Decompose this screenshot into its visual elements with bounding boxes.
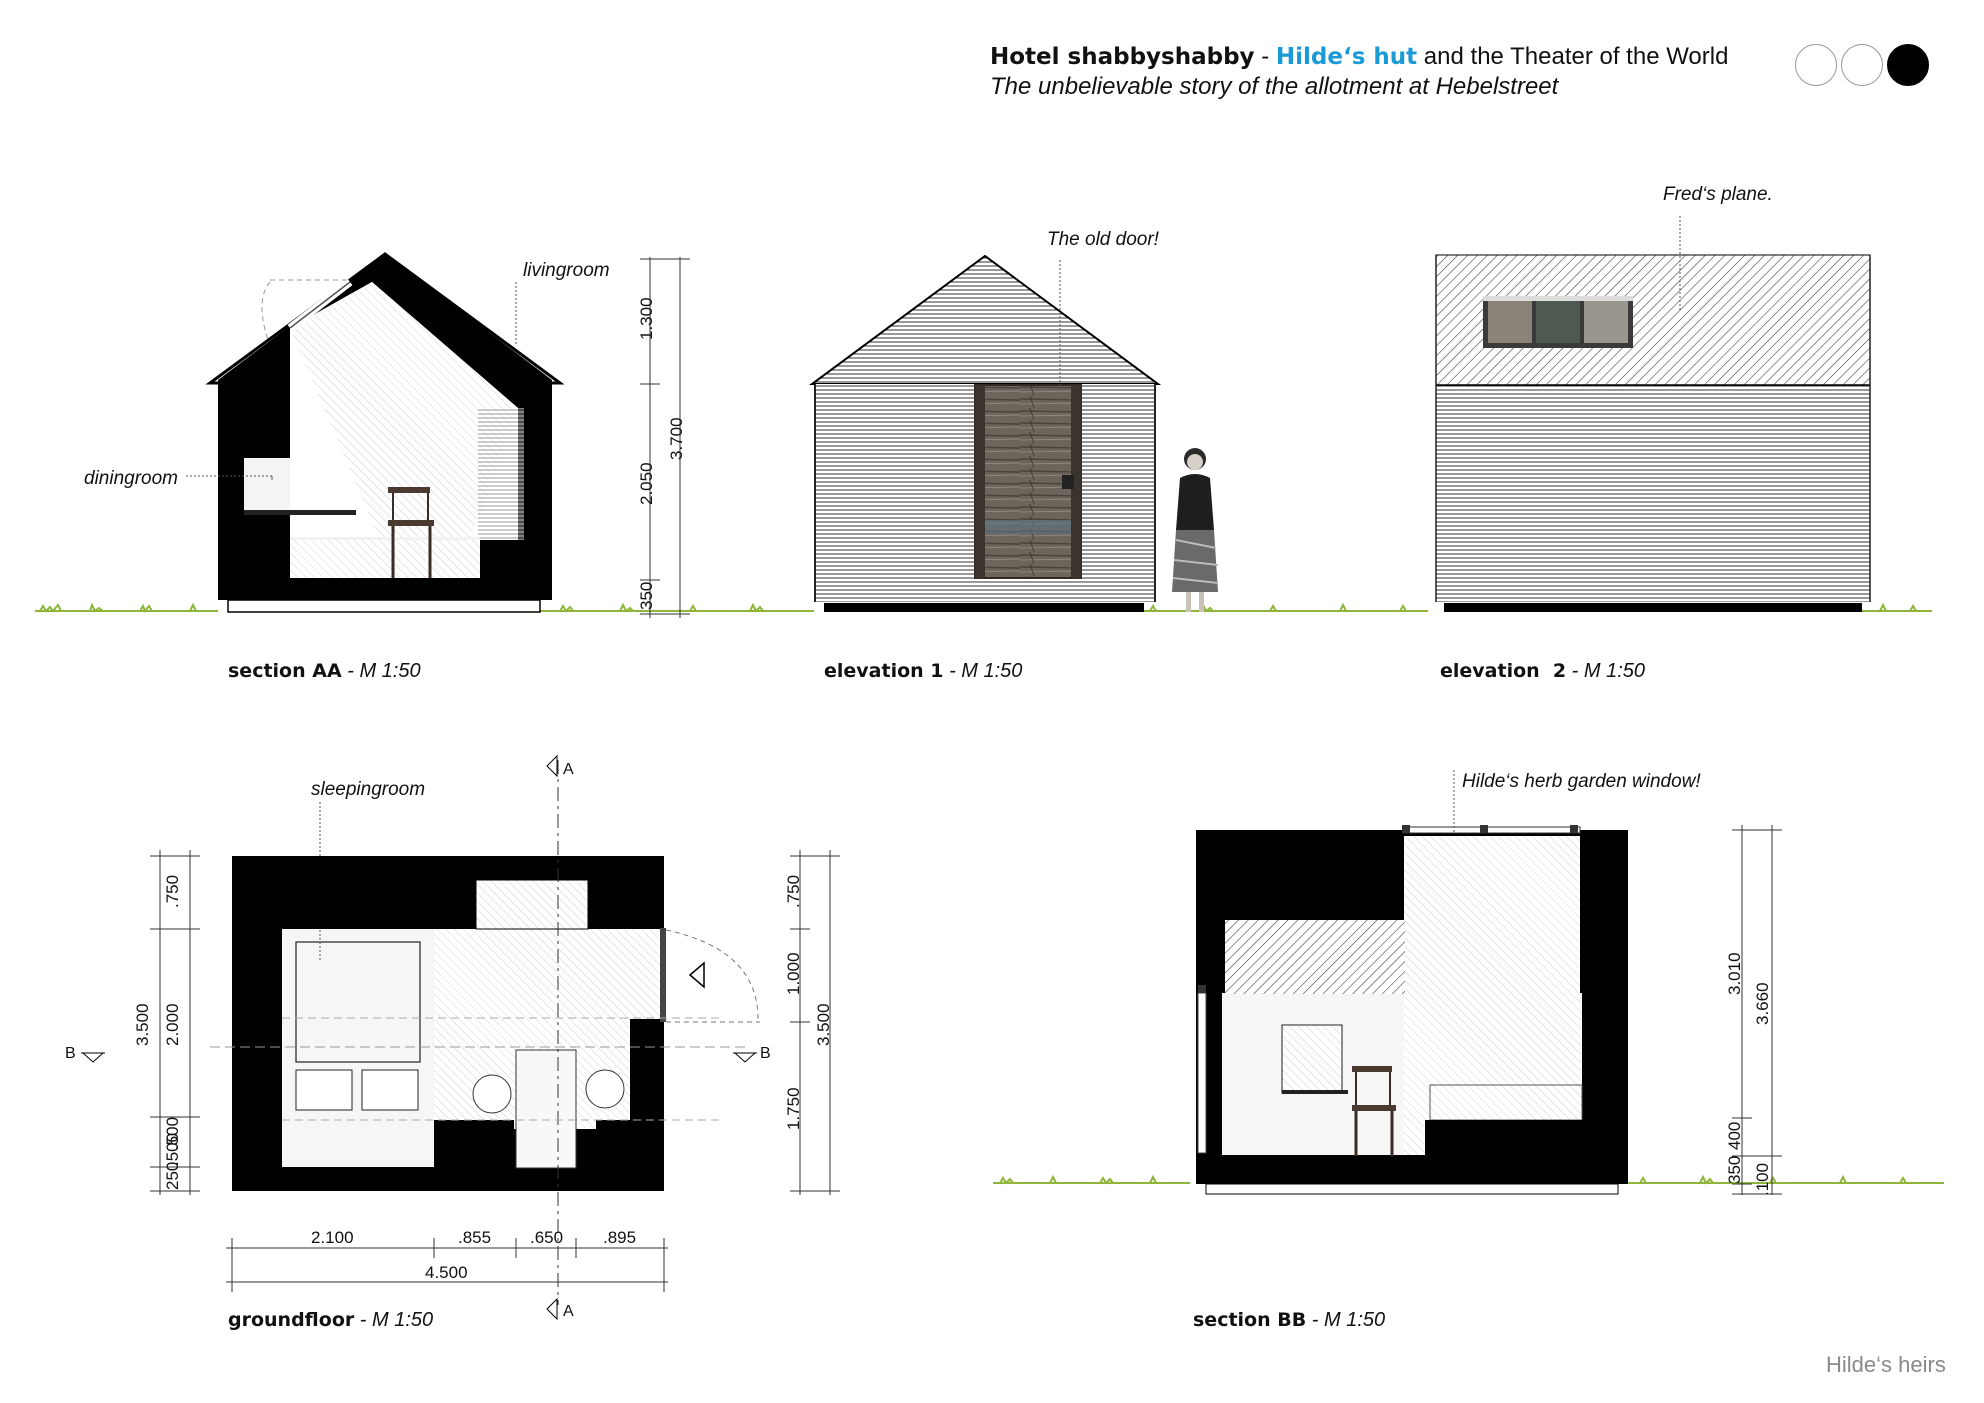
dim-plan-right-top: .750	[784, 875, 803, 908]
section-bb-drawing	[1196, 770, 1628, 1195]
dim-bb-base: 350	[1725, 1156, 1744, 1184]
dim-bb-small: .100	[1753, 1163, 1772, 1196]
dim-plan-left-bottom2: .500	[163, 1133, 182, 1166]
sheet-title: Hotel shabbyshabby - Hilde‘s hut and the…	[990, 42, 1728, 72]
dim-wall: 2.050	[637, 462, 656, 505]
dim-plan-right-middle: 1.000	[784, 952, 803, 995]
dim-plan-left-bottom: 250	[163, 1162, 182, 1190]
ground-line-bottom	[993, 1174, 1944, 1185]
elevation-1-drawing	[808, 254, 1219, 612]
footer-credit: Hilde‘s heirs	[1826, 1352, 1946, 1377]
dim-bb-upper: 3.010	[1725, 952, 1744, 995]
dim-plan-left-top: .750	[163, 875, 182, 908]
dim-plan-bottom-a: 2.100	[311, 1228, 354, 1247]
caption-elevation-2: elevation 2 - M 1:50	[1440, 660, 1646, 682]
project-name: Hotel shabbyshabby	[990, 44, 1255, 70]
sleepingroom-label: sleepingroom	[311, 779, 425, 800]
dim-plan-left-lower: .500	[163, 1117, 182, 1150]
sheet-subtitle: The unbelievable story of the allotment …	[990, 73, 1559, 100]
page-dot-3	[1887, 44, 1929, 86]
caption-section-aa: section AA - M 1:50	[228, 660, 421, 682]
title-highlight: Hilde‘s hut	[1275, 44, 1418, 70]
section-marker-a-top: A	[563, 761, 574, 778]
page-dot-1	[1795, 44, 1837, 86]
section-bb-dimensions	[1732, 825, 1782, 1195]
dim-total-height: 3.700	[667, 417, 686, 460]
dim-plan-right-total: 3.500	[814, 1003, 833, 1046]
dim-roof: 1.300	[637, 297, 656, 340]
plane-window	[1483, 296, 1633, 348]
dim-bb-total: 3.660	[1753, 982, 1772, 1025]
height-dimensions	[640, 257, 690, 618]
freds-plane-label: Fred‘s plane.	[1663, 184, 1773, 205]
dim-plan-bottom-b: .855	[458, 1228, 491, 1247]
section-marker-b-right: B	[760, 1045, 771, 1062]
plan-dimensions	[150, 850, 840, 1292]
dim-plan-bottom-c: .650	[530, 1228, 563, 1247]
page-dot-2	[1841, 44, 1883, 86]
dim-plan-left-total: 3.500	[133, 1003, 152, 1046]
caption-elevation-1: elevation 1 - M 1:50	[824, 660, 1023, 682]
section-marker-a-bottom: A	[563, 1303, 574, 1320]
dim-plan-bottom-total: 4.500	[425, 1263, 468, 1282]
dim-base: 350	[637, 582, 656, 610]
livingroom-label: livingroom	[523, 260, 610, 281]
section-marker-b-left: B	[65, 1045, 76, 1062]
caption-groundfloor: groundfloor - M 1:50	[228, 1309, 434, 1331]
elevation-2-drawing	[1435, 216, 1871, 612]
title-suffix: and the Theater of the World	[1417, 43, 1729, 70]
person-figure	[1172, 448, 1219, 612]
old-door	[974, 384, 1082, 579]
groundfloor-plan-drawing	[81, 754, 760, 1321]
diningroom-label: diningroom	[84, 468, 178, 489]
title-separator: -	[1254, 43, 1276, 70]
dim-plan-left-middle: 2.000	[163, 1003, 182, 1046]
sheet-header: Hotel shabbyshabby - Hilde‘s hut and the…	[990, 42, 1728, 101]
dim-plan-right-bottom: 1.750	[784, 1087, 803, 1130]
caption-section-bb: section BB - M 1:50	[1193, 1309, 1386, 1331]
ground-line-top	[35, 602, 1932, 613]
dim-bb-mid: 400	[1725, 1122, 1744, 1150]
section-aa-drawing	[186, 252, 565, 613]
old-door-label: The old door!	[1047, 229, 1160, 250]
dim-plan-bottom-d: .895	[603, 1228, 636, 1247]
herb-window-label: Hilde‘s herb garden window!	[1462, 771, 1701, 792]
